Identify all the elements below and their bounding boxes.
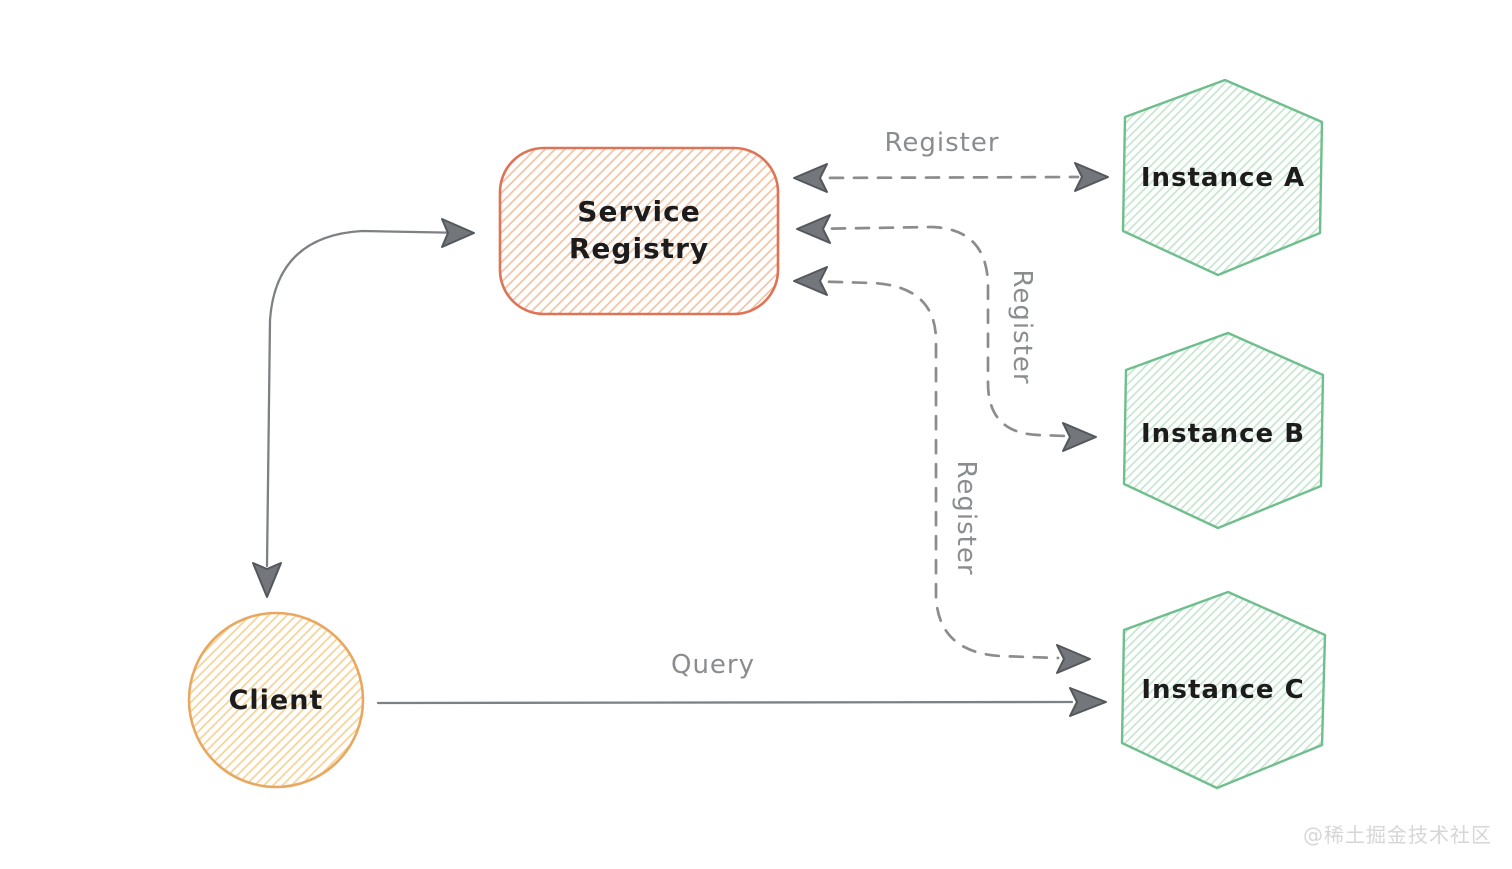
instance-c-hexagon bbox=[1120, 590, 1327, 790]
arrowhead-query-right bbox=[1069, 687, 1107, 717]
arrowhead-register-a-right bbox=[1074, 162, 1109, 192]
arrowhead-register-a-left bbox=[793, 163, 828, 193]
arrowhead-register-c-right bbox=[1056, 644, 1091, 674]
client-circle bbox=[187, 611, 365, 789]
arrowhead-into-client-top bbox=[252, 562, 282, 598]
arrowhead-register-b-right bbox=[1062, 422, 1097, 452]
edge-client-registry bbox=[252, 218, 475, 598]
edge-register-instance-c bbox=[793, 266, 1091, 674]
edge-register-instance-a bbox=[793, 162, 1109, 193]
edge-register-instance-b bbox=[796, 214, 1097, 452]
instance-b-hexagon bbox=[1122, 331, 1325, 530]
arrowhead-register-c-left bbox=[793, 266, 828, 296]
instance-a-hexagon bbox=[1121, 78, 1324, 277]
service-registry-shape bbox=[498, 146, 780, 316]
arrowhead-into-registry-left bbox=[441, 218, 475, 248]
arrowhead-register-b-left bbox=[796, 214, 831, 244]
edge-query bbox=[376, 687, 1107, 717]
